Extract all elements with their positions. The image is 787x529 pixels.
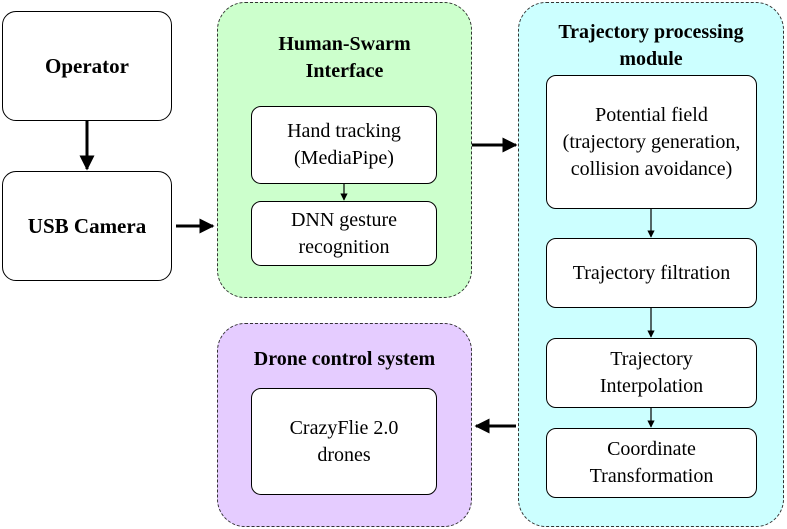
node-coordinate-transformation: Coordinate Transformation xyxy=(546,428,757,498)
node-trajectory-filtration: Trajectory filtration xyxy=(546,238,757,308)
node-hand-tracking: Hand tracking (MediaPipe) xyxy=(251,106,437,184)
node-hand-tracking-label: Hand tracking (MediaPipe) xyxy=(287,120,401,169)
node-coordinate-transformation-label: Coordinate Transformation xyxy=(589,438,714,487)
node-usb-camera: USB Camera xyxy=(2,171,172,281)
node-trajectory-interpolation-label: Trajectory Interpolation xyxy=(599,348,704,397)
group-title-human-swarm-interface: Human-Swarm Interface xyxy=(278,33,411,82)
node-operator-label: Operator xyxy=(45,53,129,78)
node-dnn-gesture: DNN gesture recognition xyxy=(251,201,437,266)
node-potential-field: Potential field (trajectory generation, … xyxy=(546,75,757,209)
node-operator: Operator xyxy=(2,11,172,121)
node-potential-field-label: Potential field (trajectory generation, … xyxy=(562,103,741,180)
node-usb-camera-label: USB Camera xyxy=(27,213,147,238)
node-crazyflie-label: CrazyFlie 2.0 drones xyxy=(289,416,399,466)
group-title-drone-control: Drone control system xyxy=(253,348,436,370)
node-dnn-gesture-label: DNN gesture recognition xyxy=(290,208,398,258)
node-trajectory-filtration-label: Trajectory filtration xyxy=(572,261,731,284)
node-trajectory-interpolation: Trajectory Interpolation xyxy=(546,338,757,408)
group-title-trajectory-processing: Trajectory processing module xyxy=(558,21,744,70)
node-crazyflie: CrazyFlie 2.0 drones xyxy=(251,388,437,495)
